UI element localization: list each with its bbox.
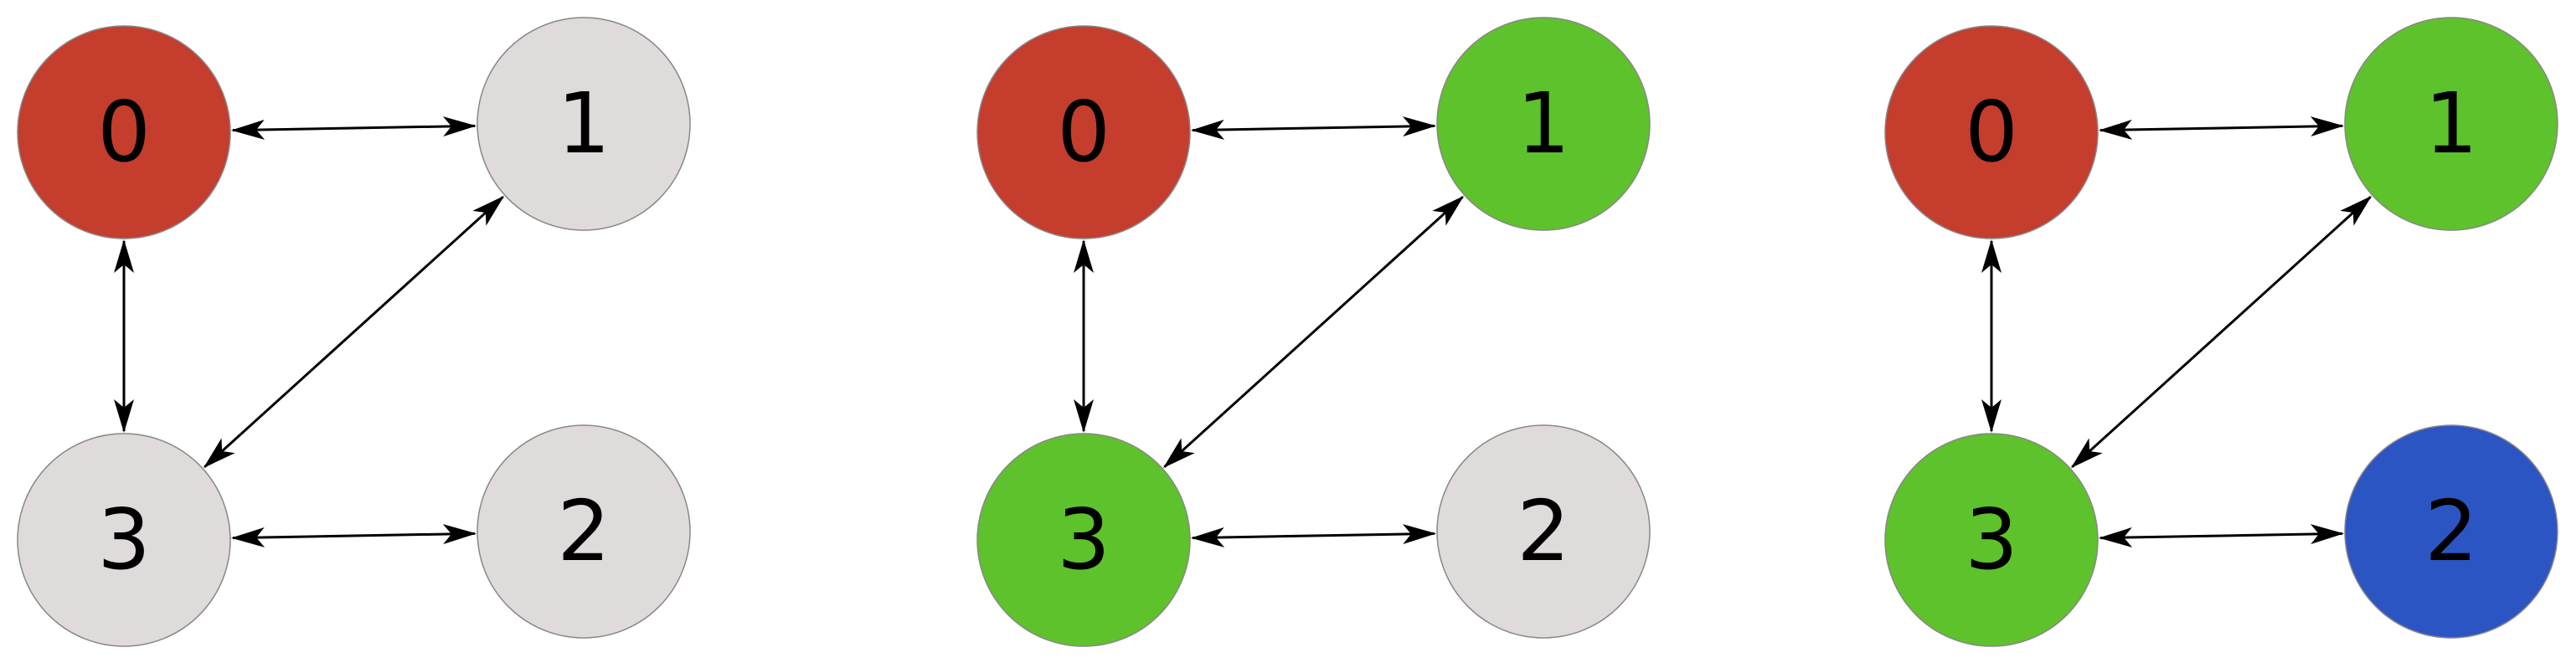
node-3: 3: [1884, 433, 2099, 647]
node-circle: [1436, 424, 1651, 639]
edge-0-1: [230, 116, 477, 140]
node-label: 0: [1965, 83, 2018, 181]
node-circle: [17, 433, 231, 647]
node-label: 0: [97, 83, 151, 181]
node-1: 1: [2344, 17, 2558, 231]
graph-panel-2: 0 1 2 3: [976, 17, 1651, 647]
edge-1-3: [203, 195, 505, 469]
node-3: 3: [17, 433, 231, 647]
node-circle: [17, 25, 231, 239]
node-label: 3: [1965, 491, 2018, 588]
node-circle: [477, 17, 691, 231]
node-circle: [477, 424, 691, 639]
node-label: 2: [557, 482, 611, 580]
node-0: 0: [1884, 25, 2099, 239]
node-label: 1: [2424, 75, 2478, 172]
edge-1-3: [1162, 195, 1465, 469]
node-label: 1: [557, 75, 611, 172]
edge-0-1: [1190, 116, 1437, 140]
node-label: 2: [2424, 482, 2478, 580]
node-2: 2: [1436, 424, 1651, 639]
node-2: 2: [2344, 424, 2558, 639]
node-circle: [2344, 17, 2558, 231]
node-circle: [1884, 25, 2099, 239]
edge-1-3: [2070, 195, 2372, 469]
node-1: 1: [1436, 17, 1651, 231]
edge-3-2: [230, 524, 477, 547]
node-circle: [1884, 433, 2099, 647]
node-circle: [1436, 17, 1651, 231]
edge-0-1: [2098, 116, 2345, 140]
node-circle: [2344, 424, 2558, 639]
node-1: 1: [477, 17, 691, 231]
edge-3-2: [2098, 524, 2345, 547]
graph-panel-1: 0 1 2 3: [17, 17, 691, 647]
edge-3-2: [1190, 524, 1437, 547]
node-3: 3: [976, 433, 1191, 647]
graph-panel-3: 0 1 2 3: [1884, 17, 2558, 647]
node-label: 3: [1057, 491, 1110, 588]
node-2: 2: [477, 424, 691, 639]
node-label: 2: [1517, 482, 1570, 580]
node-label: 3: [97, 491, 151, 588]
node-label: 1: [1517, 75, 1570, 172]
node-circle: [976, 433, 1191, 647]
node-0: 0: [17, 25, 231, 239]
node-circle: [976, 25, 1191, 239]
node-label: 0: [1057, 83, 1110, 181]
node-0: 0: [976, 25, 1191, 239]
